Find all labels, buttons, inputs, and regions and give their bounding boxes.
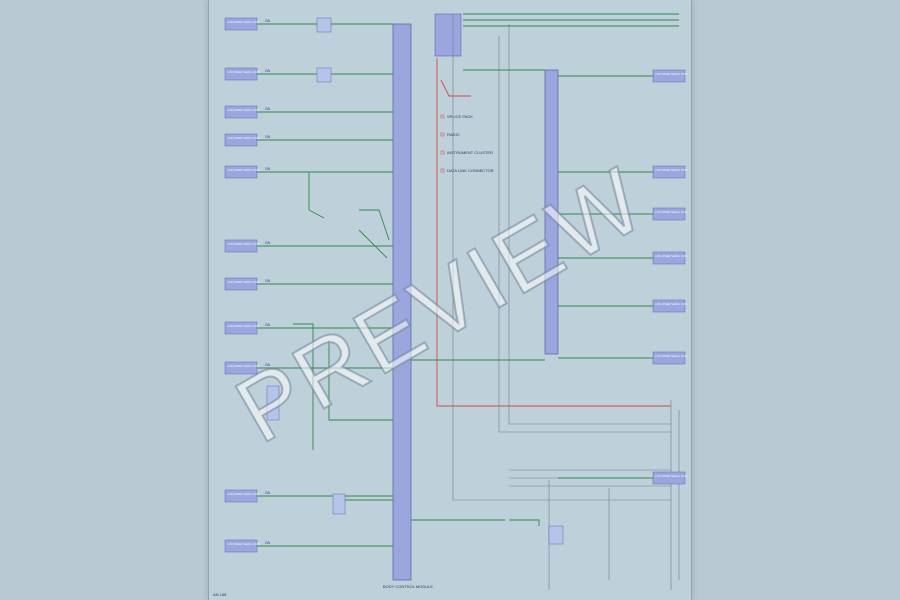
left-module-label: LOW SPEED SERIAL DATA xyxy=(227,364,260,368)
right-module-label: LOW SPEED SERIAL DATA xyxy=(655,210,688,214)
right-module-2: LOW SPEED SERIAL DATA xyxy=(558,165,688,179)
legend-note-1: SPLICE PACK xyxy=(440,114,473,119)
left-module-2: LOW SPEED SERIAL DATA GN xyxy=(224,67,393,81)
wire-code-label: GN xyxy=(265,363,271,367)
wire-code-label: GN xyxy=(265,19,271,23)
right-module-1: LOW SPEED SERIAL DATA xyxy=(558,69,688,83)
legend-note-text: RADIO xyxy=(447,132,460,137)
right-module-label: LOW SPEED SERIAL DATA xyxy=(655,474,688,478)
wire-code-label: GN xyxy=(265,541,271,545)
gray-wire-bundle xyxy=(452,14,680,590)
splice-arrow-wire xyxy=(509,519,540,526)
left-module-label: LOW SPEED SERIAL DATA xyxy=(227,542,260,546)
right-module-label: LOW SPEED SERIAL DATA xyxy=(655,168,688,172)
left-module-label: LOW SPEED SERIAL DATA xyxy=(227,70,260,74)
splice-block-1 xyxy=(316,17,332,33)
right-module-5: LOW SPEED SERIAL DATA xyxy=(558,299,688,313)
left-module-7: LOW SPEED SERIAL DATA GN xyxy=(224,277,393,291)
legend-note-3: INSTRUMENT CLUSTER xyxy=(440,150,493,155)
right-module-7: LOW SPEED SERIAL DATA xyxy=(558,471,688,485)
wire-code-label: GN xyxy=(265,323,271,327)
left-module-4: LOW SPEED SERIAL DATA GN xyxy=(224,133,393,147)
legend-note-4: DATA LINK CONNECTOR xyxy=(440,168,494,173)
left-module-label: LOW SPEED SERIAL DATA xyxy=(227,242,260,246)
legend-note-text: SPLICE PACK xyxy=(447,114,473,119)
splice-block-2 xyxy=(316,67,332,83)
secondary-bus-bar xyxy=(544,69,559,355)
red-circuit xyxy=(436,58,671,407)
wire-code-label: GN xyxy=(265,279,271,283)
right-module-6: LOW SPEED SERIAL DATA xyxy=(558,351,688,365)
right-module-label: LOW SPEED SERIAL DATA xyxy=(655,354,688,358)
main-bus-bar xyxy=(392,23,412,581)
left-branch-wires xyxy=(293,172,393,501)
right-module-label: LOW SPEED SERIAL DATA xyxy=(655,72,688,76)
left-module-8: LOW SPEED SERIAL DATA GN xyxy=(224,321,393,335)
left-module-label: LOW SPEED SERIAL DATA xyxy=(227,280,260,284)
left-module-11: LOW SPEED SERIAL DATA GN xyxy=(224,539,393,553)
splice-block-3 xyxy=(266,385,280,421)
wire-code-label: GN xyxy=(265,69,271,73)
left-module-3: LOW SPEED SERIAL DATA GN xyxy=(224,105,393,119)
right-module-label: LOW SPEED SERIAL DATA xyxy=(655,254,688,258)
left-module-label: LOW SPEED SERIAL DATA xyxy=(227,108,260,112)
left-module-9: LOW SPEED SERIAL DATA GN xyxy=(224,361,393,375)
legend-note-text: DATA LINK CONNECTOR xyxy=(447,168,494,173)
left-module-label: LOW SPEED SERIAL DATA xyxy=(227,20,260,24)
splice-block-5 xyxy=(548,525,564,545)
splice-block-4 xyxy=(332,493,346,515)
top-green-wires xyxy=(463,13,679,27)
left-module-label: LOW SPEED SERIAL DATA xyxy=(227,168,260,172)
left-module-1: LOW SPEED SERIAL DATA GN xyxy=(224,17,393,31)
right-module-group: LOW SPEED SERIAL DATA LOW SPEED SERIAL DA… xyxy=(411,69,688,485)
left-module-label: LOW SPEED SERIAL DATA xyxy=(227,492,260,496)
top-connector xyxy=(434,13,462,57)
wire-code-label: GN xyxy=(265,491,271,495)
legend-notes: SPLICE PACK RADIO INSTRUMENT CLUSTER DATA L… xyxy=(440,114,494,173)
left-module-10: LOW SPEED SERIAL DATA GN xyxy=(224,489,393,503)
left-module-5: LOW SPEED SERIAL DATA GN xyxy=(224,165,393,179)
wire-code-label: GN xyxy=(265,135,271,139)
legend-note-2: RADIO xyxy=(440,132,460,137)
left-module-label: LOW SPEED SERIAL DATA xyxy=(227,136,260,140)
left-module-label: LOW SPEED SERIAL DATA xyxy=(227,324,260,328)
legend-note-text: INSTRUMENT CLUSTER xyxy=(447,150,493,155)
bus-label: BODY CONTROL MODULE xyxy=(383,584,433,589)
right-module-3: LOW SPEED SERIAL DATA xyxy=(558,207,688,221)
right-module-label: LOW SPEED SERIAL DATA xyxy=(655,302,688,306)
page-code: AN 168 xyxy=(213,592,227,597)
left-module-6: LOW SPEED SERIAL DATA GN xyxy=(224,239,393,253)
right-module-4: LOW SPEED SERIAL DATA xyxy=(558,251,688,265)
wire-code-label: GN xyxy=(265,167,271,171)
wire-code-label: GN xyxy=(265,241,271,245)
wire-code-label: GN xyxy=(265,107,271,111)
